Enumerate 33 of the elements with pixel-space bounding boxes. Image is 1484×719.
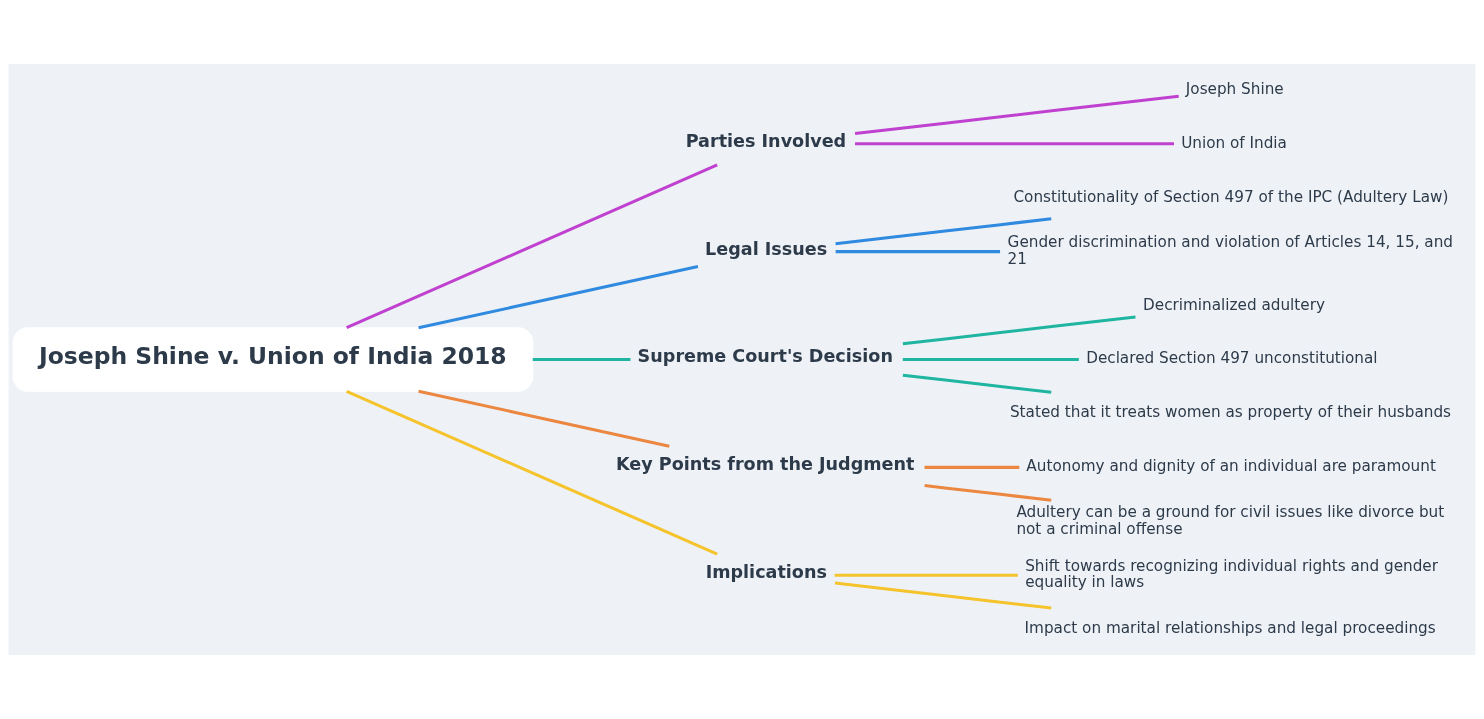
- connector: [902, 357, 1079, 362]
- connector: [902, 373, 1052, 394]
- node-text: Joseph Shine: [1185, 79, 1284, 98]
- connector: [834, 581, 1052, 610]
- connector: [418, 264, 699, 330]
- node-text: Union of India: [1181, 133, 1287, 152]
- connector: [835, 217, 1052, 246]
- connector: [854, 94, 1179, 136]
- node-text: Supreme Court's Decision: [637, 346, 893, 367]
- node-text: Shift towards recognizing individual rights and gender equality in laws: [1025, 557, 1439, 592]
- node-text: Impact on marital relationships and legal proceedings: [1024, 619, 1436, 638]
- node-text: Autonomy and dignity of an individual are paramount: [1026, 457, 1436, 476]
- node-text: Key Points from the Judgment: [615, 454, 915, 475]
- connector: [346, 163, 718, 330]
- node-text: Implications: [705, 562, 827, 583]
- connector: [532, 357, 631, 362]
- node-box: Joseph Shine v. Union of India 2018: [12, 327, 534, 392]
- node-text: Decriminalized adultery: [1143, 295, 1325, 314]
- node-text: Constitutionality of Section 497 of the IPC (Adultery Law): [1013, 187, 1449, 206]
- node-text: Stated that it treats women as property of their husbands: [1009, 403, 1452, 422]
- node-text: Parties Involved: [685, 130, 847, 151]
- node-text: Gender discrimination and violation of Articles 14, 15, and 21: [1007, 233, 1454, 268]
- connector: [834, 573, 1018, 577]
- connector: [902, 315, 1136, 346]
- node-text: Declared Section 497 unconstitutional: [1086, 349, 1378, 368]
- connector: [855, 142, 1175, 146]
- node-text: Legal Issues: [705, 238, 828, 259]
- connector: [346, 389, 718, 556]
- node-text: Adultery can be a ground for civil issues like divorce but not a criminal offense: [1016, 503, 1445, 538]
- connector: [924, 465, 1020, 469]
- connector: [418, 389, 670, 448]
- connector: [924, 484, 1052, 502]
- connector: [835, 250, 1001, 254]
